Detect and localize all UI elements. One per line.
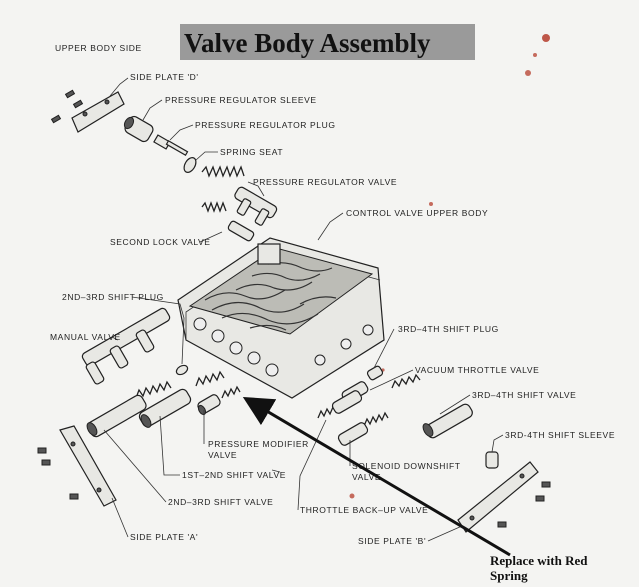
label-pressure-regulator-plug: PRESSURE REGULATOR PLUG [195, 120, 336, 130]
label-spring-seat: SPRING SEAT [220, 147, 283, 157]
label-shift-plug-2nd-3rd: 2ND–3RD SHIFT PLUG [62, 292, 164, 302]
page-title: Valve Body Assembly [184, 28, 431, 58]
label-shift-valve-1st-2nd: 1ST–2ND SHIFT VALVE [182, 470, 286, 480]
label-shift-plug-3rd-4th: 3RD–4TH SHIFT PLUG [398, 324, 499, 334]
label-shift-sleeve-3rd-4th: 3RD-4TH SHIFT SLEEVE [505, 430, 615, 440]
screws-top-left [50, 89, 84, 124]
shift-sleeve-3rd-4th [485, 451, 499, 469]
spring-lower-left-1 [135, 380, 172, 399]
pressure-regulator-sleeve [123, 115, 154, 143]
manual-valve [81, 307, 171, 385]
label-pressure-regulator-valve: PRESSURE REGULATOR VALVE [253, 177, 397, 187]
spring-lower-left-2 [195, 370, 225, 387]
label-side-plate-b: SIDE PLATE 'B' [358, 536, 426, 546]
spring-seat [183, 157, 197, 173]
throttle-backup-valve [331, 390, 363, 414]
spring-right-1 [391, 373, 421, 389]
pressure-regulator-valve [234, 186, 278, 226]
leader-lines [103, 77, 504, 542]
annotation-arrow [242, 396, 511, 557]
label-pressure-modifier-valve: PRESSURE MODIFIER [208, 439, 309, 449]
title-highlight [180, 24, 475, 60]
note-line-2: Spring [490, 568, 528, 583]
label-vacuum-throttle-valve: VACUUM THROTTLE VALVE [415, 365, 539, 375]
spring-right-3 [363, 411, 389, 427]
spring-lower-left-3 [221, 385, 241, 399]
label-throttle-backup-valve: THROTTLE BACK–UP VALVE [300, 505, 428, 515]
shift-valve-2nd-3rd [86, 394, 147, 438]
label-solenoid-downshift-valve: SOLENOID DOWNSHIFT [352, 461, 461, 471]
label-pressure-modifier-valve-2: VALVE [208, 450, 237, 460]
label-shift-valve-3rd-4th: 3RD–4TH SHIFT VALVE [472, 390, 576, 400]
control-valve-upper-body [177, 237, 385, 399]
second-lock-valve [227, 220, 255, 242]
second-lock-spring [201, 201, 227, 213]
shift-valve-1st-2nd [138, 388, 192, 428]
label-side-plate-a: SIDE PLATE 'A' [130, 532, 198, 542]
label-shift-valve-2nd-3rd: 2ND–3RD SHIFT VALVE [168, 497, 273, 507]
side-plate-d [71, 91, 125, 133]
solenoid-downshift-valve [337, 422, 369, 446]
pressure-regulator-plug [153, 134, 189, 157]
label-control-valve-upper-body: CONTROL VALVE UPPER BODY [346, 208, 488, 218]
label-solenoid-downshift-valve-2: VALVE [352, 472, 381, 482]
pressure-modifier-valve [197, 394, 221, 416]
screws-lower-right [497, 481, 551, 528]
side-plate-a [59, 425, 117, 507]
subtitle-upper-body-side: UPPER BODY SIDE [55, 43, 142, 53]
shift-plug-3rd-4th [366, 365, 384, 381]
shift-plug-2nd-3rd [175, 364, 189, 376]
component-labels: SIDE PLATE 'D' PRESSURE REGULATOR SLEEVE… [50, 72, 615, 546]
label-manual-valve: MANUAL VALVE [50, 332, 121, 342]
pressure-regulator-spring [201, 165, 245, 178]
label-second-lock-valve: SECOND LOCK VALVE [110, 237, 211, 247]
label-pressure-regulator-sleeve: PRESSURE REGULATOR SLEEVE [165, 95, 317, 105]
screws-lower-left [37, 447, 79, 500]
label-side-plate-d: SIDE PLATE 'D' [130, 72, 199, 82]
shift-valve-3rd-4th [422, 403, 473, 439]
note-line-1: Replace with Red [490, 553, 588, 568]
